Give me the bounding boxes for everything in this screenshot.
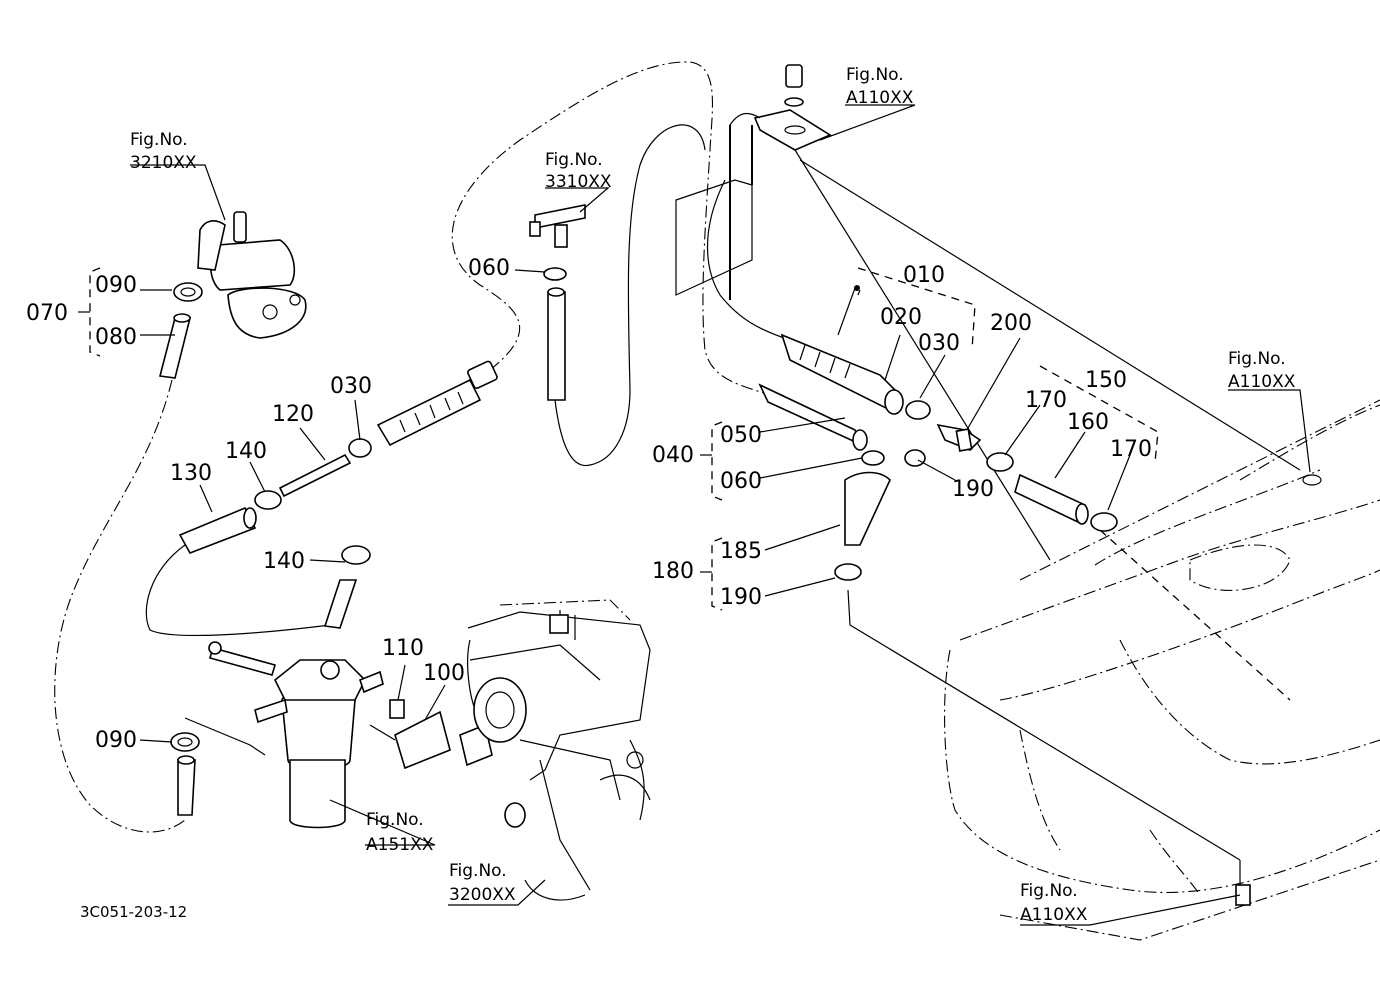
feed-pump [197,211,307,339]
svg-text:3310XX: 3310XX [545,172,612,192]
bracket-100 [369,699,493,770]
hose-080 [158,313,192,379]
label-050: 050 [720,423,762,448]
label-090-top: 090 [95,273,137,298]
svg-text:3210XX: 3210XX [130,153,197,173]
strainer-assembly-right [758,333,1241,861]
fig-ref-A110-bottom[interactable]: Fig.No. A110XX [1020,881,1088,925]
label-080: 080 [95,325,137,350]
label-150: 150 [1085,368,1127,393]
fig-ref-3310[interactable]: Fig.No. 3310XX [545,150,612,192]
label-140-upper: 140 [225,439,267,464]
label-160: 160 [1067,410,1109,435]
label-110: 110 [382,636,424,661]
svg-text:A110XX: A110XX [1020,905,1088,925]
label-170-left: 170 [1025,388,1067,413]
engine-block [467,599,651,901]
label-030-right: 030 [918,331,960,356]
tee-3310 [529,204,586,401]
label-030-left: 030 [330,374,372,399]
leader-lines [78,104,1311,926]
label-190-upper: 190 [952,477,994,502]
label-185: 185 [720,539,762,564]
label-070: 070 [26,301,68,326]
label-180: 180 [652,559,694,584]
fig-ref-A110-top[interactable]: Fig.No. A110XX [846,65,914,108]
label-060-right: 060 [720,469,762,494]
label-060-left: 060 [468,256,510,281]
svg-text:Fig.No.: Fig.No. [366,810,424,830]
label-020: 020 [880,305,922,330]
label-130: 130 [170,461,212,486]
label-120: 120 [272,402,314,427]
svg-text:Fig.No.: Fig.No. [846,65,904,85]
label-040: 040 [652,443,694,468]
svg-text:A151XX: A151XX [366,835,434,855]
fuel-line-routes [54,61,791,833]
label-200: 200 [990,311,1032,336]
label-140-lower: 140 [263,549,305,574]
clamp-090-bottom [170,717,266,816]
fuel-filter [208,641,384,829]
fuel-tank [943,399,1380,941]
fig-ref-3210[interactable]: Fig.No. 3210XX [130,130,197,173]
svg-text:3200XX: 3200XX [449,885,516,905]
label-100: 100 [423,661,465,686]
fig-ref-3200[interactable]: Fig.No. 3200XX [449,861,516,905]
svg-text:Fig.No.: Fig.No. [1228,349,1286,369]
figure-reference-labels: Fig.No. 3210XX Fig.No. 3310XX Fig.No. A1… [130,65,1296,925]
part-number-labels: 010 020 030 200 150 170 160 170 040 050 … [26,256,1152,753]
svg-text:Fig.No.: Fig.No. [545,150,603,170]
svg-text:A110XX: A110XX [846,88,914,108]
label-170-right: 170 [1110,437,1152,462]
hose-assembly-150 [986,452,1118,532]
top-bracket [675,64,1301,561]
clamp-090-top [173,282,203,302]
svg-text:A110XX: A110XX [1228,372,1296,392]
label-190-lower: 190 [720,585,762,610]
drawing-code: 3C051-203-12 [80,903,187,921]
svg-text:Fig.No.: Fig.No. [1020,881,1078,901]
label-090-bottom: 090 [95,728,137,753]
svg-text:Fig.No.: Fig.No. [449,861,507,881]
fig-ref-A151[interactable]: Fig.No. A151XX [366,810,434,855]
label-010: 010 [903,263,945,288]
fig-ref-A110-right[interactable]: Fig.No. A110XX [1228,349,1296,392]
fuel-pipe-assembly-left [178,360,498,629]
svg-text:Fig.No.: Fig.No. [130,130,188,150]
